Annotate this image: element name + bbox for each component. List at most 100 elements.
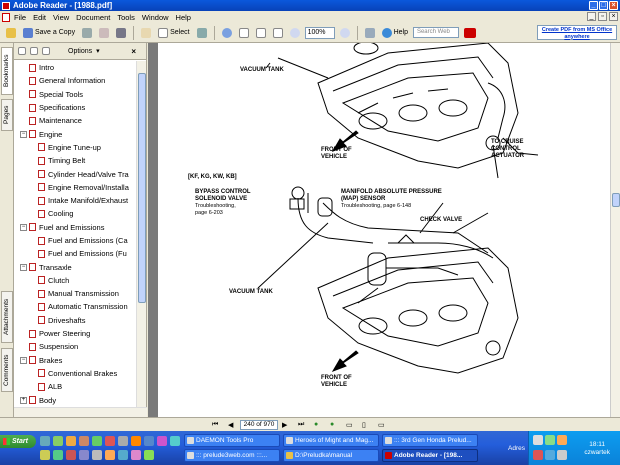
- quicklaunch-app-icon[interactable]: [105, 436, 115, 446]
- quicklaunch-app-icon[interactable]: [144, 450, 154, 460]
- email-button[interactable]: [97, 26, 111, 40]
- tray-icon[interactable]: [533, 435, 543, 445]
- print-button[interactable]: [80, 26, 94, 40]
- bookmark-item[interactable]: General Information: [14, 74, 136, 87]
- panel-hscrollbar[interactable]: [14, 407, 147, 417]
- bookmark-item[interactable]: Maintenance: [14, 114, 136, 127]
- document-scrollbar[interactable]: [610, 43, 620, 417]
- quicklaunch-app-icon[interactable]: [144, 436, 154, 446]
- bookmark-item[interactable]: Intake Manifold/Exhaust: [14, 194, 136, 207]
- bookmark-item[interactable]: Clutch: [14, 274, 136, 287]
- first-page-icon[interactable]: ⏮: [212, 420, 219, 428]
- help-button[interactable]: Help: [380, 26, 410, 40]
- save-copy-button[interactable]: Save a Copy: [21, 26, 77, 40]
- bookmark-item[interactable]: Special Tools: [14, 88, 136, 101]
- previous-view-icon[interactable]: ●: [314, 420, 319, 428]
- tab-pages[interactable]: Pages: [1, 99, 13, 131]
- delete-bookmark-icon[interactable]: [30, 47, 38, 55]
- menu-window[interactable]: Window: [141, 12, 169, 22]
- create-pdf-link[interactable]: Create PDF from MS Office anywhere: [537, 25, 617, 40]
- menu-tools[interactable]: Tools: [117, 12, 135, 22]
- zoom-tool-button[interactable]: [220, 26, 234, 40]
- bookmark-item[interactable]: Specifications: [14, 101, 136, 114]
- find-button[interactable]: [114, 26, 128, 40]
- bookmark-item[interactable]: Engine Removal/Installa: [14, 181, 136, 194]
- quicklaunch-app-icon[interactable]: [118, 436, 128, 446]
- quicklaunch-app-icon[interactable]: [66, 450, 76, 460]
- tray-icon[interactable]: [545, 450, 555, 460]
- page-number-input[interactable]: 240 of 970: [240, 419, 278, 430]
- quicklaunch-app-icon[interactable]: [53, 450, 63, 460]
- previous-page-icon[interactable]: ◀: [228, 421, 234, 429]
- zoom-out-button[interactable]: [288, 26, 302, 40]
- task-daemon-tools[interactable]: DAEMON Tools Pro: [184, 434, 280, 447]
- tab-bookmarks[interactable]: Bookmarks: [1, 47, 13, 95]
- tab-comments[interactable]: Comments: [1, 348, 13, 392]
- tree-expander-icon[interactable]: −: [20, 130, 27, 138]
- menu-document[interactable]: Document: [76, 12, 111, 22]
- scroll-thumb[interactable]: [138, 73, 146, 303]
- bookmark-item[interactable]: Fuel and Emissions (Fu: [14, 247, 136, 260]
- maximize-button[interactable]: □: [599, 1, 608, 10]
- task-prelude3web[interactable]: ::: prelude3web.com :::...: [184, 449, 280, 462]
- facing-icon[interactable]: ▭: [378, 421, 385, 429]
- tray-icon[interactable]: [557, 450, 567, 460]
- start-button[interactable]: Start: [0, 435, 36, 448]
- menu-file[interactable]: File: [14, 12, 27, 22]
- menu-help[interactable]: Help: [175, 12, 191, 22]
- doc-close-button[interactable]: ×: [609, 12, 618, 21]
- close-button[interactable]: ×: [609, 1, 618, 10]
- task-explorer-folder[interactable]: D:\Preludka\manual: [283, 449, 379, 462]
- new-bookmark-icon[interactable]: [18, 47, 26, 55]
- tray-icon[interactable]: [533, 450, 543, 460]
- select-tool-button[interactable]: Select: [156, 26, 191, 40]
- bookmark-item[interactable]: Suspension: [14, 340, 136, 353]
- last-page-icon[interactable]: ⏭: [298, 420, 305, 428]
- bookmark-item[interactable]: Automatic Transmission: [14, 300, 136, 313]
- bookmark-item[interactable]: Manual Transmission: [14, 287, 136, 300]
- zoom-level-input[interactable]: 100%: [304, 26, 335, 39]
- close-panel-icon[interactable]: ×: [131, 47, 136, 56]
- fit-width-button[interactable]: [271, 26, 285, 40]
- quicklaunch-app-icon[interactable]: [105, 450, 115, 460]
- quicklaunch-app-icon[interactable]: [40, 450, 50, 460]
- minimize-button[interactable]: _: [589, 1, 598, 10]
- bookmark-item[interactable]: −Brakes: [14, 354, 136, 367]
- quicklaunch-app-icon[interactable]: [79, 450, 89, 460]
- quicklaunch-app-icon[interactable]: [92, 436, 102, 446]
- bookmark-item[interactable]: −Transaxle: [14, 260, 136, 273]
- hand-tool-button[interactable]: [139, 26, 153, 40]
- bookmark-item[interactable]: Engine Tune-up: [14, 141, 136, 154]
- quicklaunch-app-icon[interactable]: [170, 436, 180, 446]
- panel-scrollbar[interactable]: [136, 61, 146, 407]
- document-scroll-thumb[interactable]: [612, 193, 620, 207]
- snapshot-button[interactable]: [195, 26, 209, 40]
- bookmark-item[interactable]: Cooling: [14, 207, 136, 220]
- yahoo-button[interactable]: [462, 26, 478, 40]
- single-page-icon[interactable]: ▭: [346, 421, 353, 429]
- open-button[interactable]: [4, 26, 18, 40]
- tree-expander-icon[interactable]: −: [20, 263, 27, 271]
- quicklaunch-app-icon[interactable]: [131, 450, 141, 460]
- menu-edit[interactable]: Edit: [33, 12, 47, 22]
- tree-expander-icon[interactable]: −: [20, 356, 27, 364]
- tab-attachments[interactable]: Attachments: [1, 291, 13, 343]
- bookmark-item[interactable]: Conventional Brakes: [14, 367, 136, 380]
- clock[interactable]: 18:11 czwartek: [584, 441, 610, 457]
- bookmark-item[interactable]: −Fuel and Emissions: [14, 221, 136, 234]
- bookmark-item[interactable]: Timing Belt: [14, 154, 136, 167]
- bookmark-item[interactable]: −Engine: [14, 127, 136, 140]
- rotate-button[interactable]: [363, 26, 377, 40]
- doc-restore-button[interactable]: ▫: [598, 12, 607, 21]
- tray-icon[interactable]: [545, 435, 555, 445]
- bookmark-item[interactable]: ALB: [14, 380, 136, 393]
- bookmark-item[interactable]: Intro: [14, 61, 136, 74]
- continuous-icon[interactable]: ▯: [362, 421, 366, 429]
- bookmark-item[interactable]: Fuel and Emissions (Ca: [14, 234, 136, 247]
- fit-page-button[interactable]: [254, 26, 268, 40]
- quicklaunch-app-icon[interactable]: [92, 450, 102, 460]
- quicklaunch-app-icon[interactable]: [53, 436, 63, 446]
- bookmark-item[interactable]: Power Steering: [14, 327, 136, 340]
- tree-expander-icon[interactable]: +: [20, 396, 27, 404]
- task-honda-prelude-forum[interactable]: ::: 3rd Gen Honda Prelud...: [382, 434, 478, 447]
